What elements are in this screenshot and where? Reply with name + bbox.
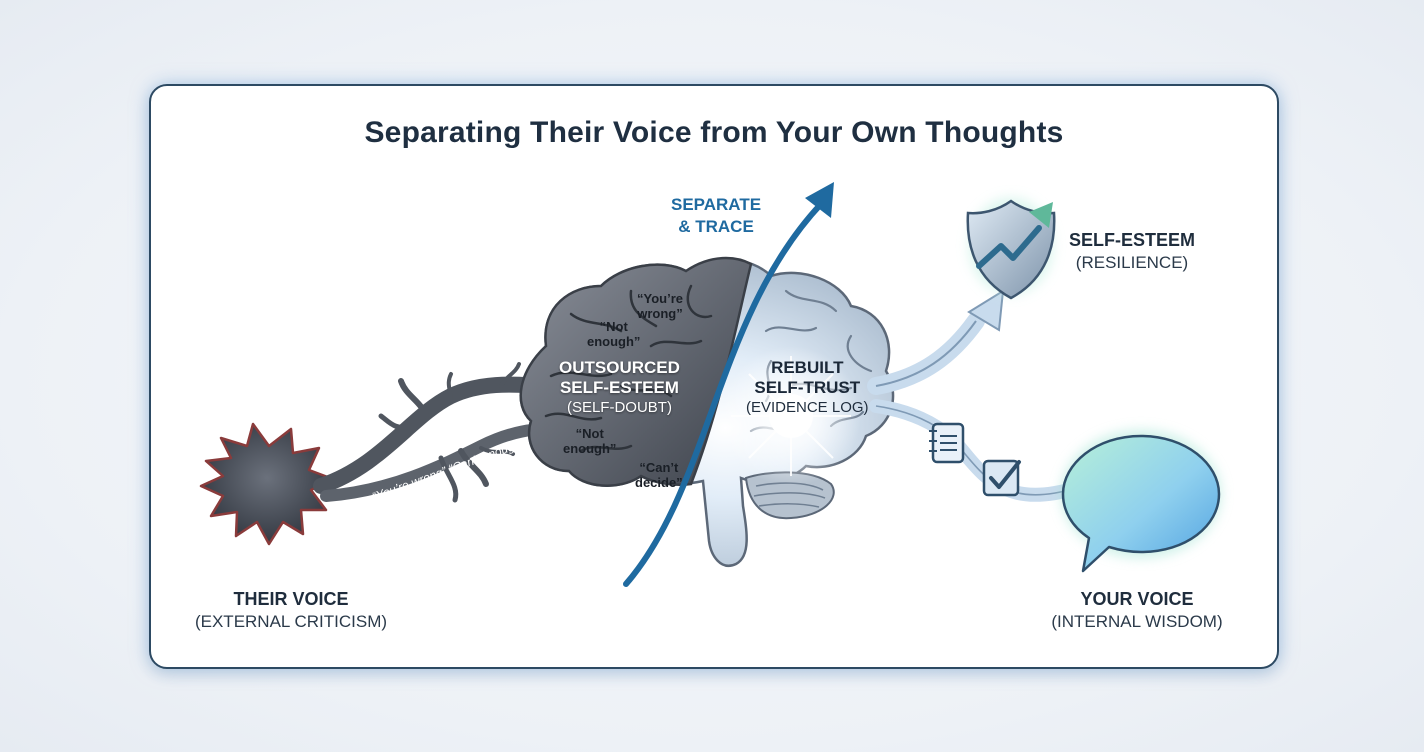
shield-icon	[966, 198, 1056, 300]
quote-not-enough-top: “Not enough”	[587, 319, 641, 350]
diagram-card: Separating Their Voice from Your Own Tho…	[149, 84, 1279, 669]
quote-line: decide”	[635, 474, 683, 490]
starburst-icon	[199, 422, 335, 546]
separate-trace-arrow	[623, 201, 824, 587]
quote-line: “You’re	[637, 291, 683, 306]
arrow-to-self-esteem-head	[967, 289, 1005, 332]
checkbox-icon	[982, 459, 1021, 497]
your-voice-sub: (INTERNAL WISDOM)	[1051, 611, 1223, 631]
quote-line: “Can’t	[639, 460, 679, 475]
their-voice-title: THEIR VOICE	[233, 589, 349, 609]
outsourced-label: OUTSOURCED SELF-ESTEEM (SELF-DOUBT)	[559, 358, 680, 416]
quote-line: enough”	[587, 333, 641, 349]
quote-line: wrong”	[637, 305, 683, 321]
separate-line2: & TRACE	[678, 217, 754, 237]
self-esteem-sub: (RESILIENCE)	[1075, 252, 1189, 272]
rebuilt-sub: (EVIDENCE LOG)	[746, 399, 869, 417]
separate-trace-label: SEPARATE & TRACE	[671, 194, 761, 238]
quote-not-enough-bottom: “Not enough”	[563, 426, 617, 457]
brain-icon	[519, 256, 895, 567]
diagram-canvas: “You’re wrong” “Can’t enough”	[199, 182, 1221, 587]
rebuilt-line1: REBUILT	[771, 358, 844, 377]
rebuilt-label: REBUILT SELF-TRUST (EVIDENCE LOG)	[746, 358, 869, 416]
their-voice-label: THEIR VOICE (EXTERNAL CRITICISM)	[191, 589, 391, 631]
quote-line: enough”	[563, 440, 617, 456]
your-voice-label: YOUR VOICE (INTERNAL WISDOM)	[1037, 589, 1237, 631]
your-voice-title: YOUR VOICE	[1080, 589, 1194, 609]
speech-bubble-icon	[1061, 430, 1221, 573]
quote-cant-decide: “Can’t decide”	[635, 460, 683, 491]
notepad-icon	[929, 422, 965, 464]
quote-youre-wrong: “You’re wrong”	[637, 291, 683, 322]
separate-trace-arrowhead	[805, 182, 834, 218]
arrow-to-self-esteem	[867, 312, 985, 395]
self-esteem-label: SELF-ESTEEM (RESILIENCE)	[1069, 230, 1195, 272]
separate-line1: SEPARATE	[671, 195, 762, 214]
outsourced-sub: (SELF-DOUBT)	[566, 399, 672, 417]
their-voice-sub: (EXTERNAL CRITICISM)	[194, 611, 388, 631]
outsourced-line2: SELF-ESTEEM	[559, 377, 679, 397]
diagram-title: Separating Their Voice from Your Own Tho…	[364, 116, 1064, 149]
rebuilt-line2: SELF-TRUST	[754, 377, 861, 397]
self-esteem-title: SELF-ESTEEM	[1069, 230, 1196, 250]
quote-line: “Not	[575, 426, 604, 441]
quote-line: “Not	[599, 319, 628, 334]
arrow-to-your-voice	[869, 399, 1083, 502]
outsourced-line1: OUTSOURCED	[559, 358, 680, 377]
